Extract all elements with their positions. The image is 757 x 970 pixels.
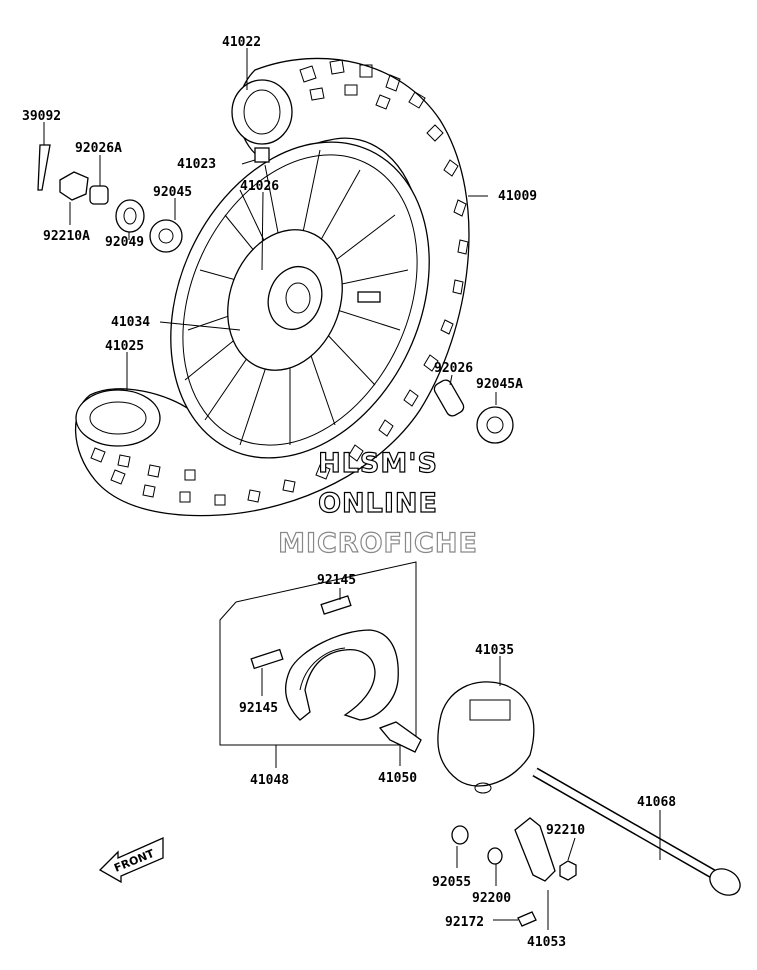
label-41068: 41068 — [637, 795, 676, 810]
label-92045: 92045 — [153, 185, 192, 200]
seal-92049 — [115, 199, 145, 233]
spring-92145-lower — [250, 648, 284, 670]
front-arrow: FRONT — [98, 836, 164, 884]
label-92045A: 92045A — [476, 377, 523, 392]
collar-92026 — [433, 379, 465, 417]
label-41053: 41053 — [527, 935, 566, 950]
label-41022: 41022 — [222, 35, 261, 50]
bearing-92045A — [476, 406, 514, 444]
label-92026A: 92026A — [75, 141, 122, 156]
watermark-line3: MICROFICHE — [278, 528, 478, 559]
label-92049: 92049 — [105, 235, 144, 250]
label-41034: 41034 — [111, 315, 150, 330]
spring-92145-upper — [320, 595, 352, 615]
watermark: HLSM'S ONLINE MICROFICHE — [277, 447, 478, 559]
label-92210A: 92210A — [43, 229, 90, 244]
axle-41068 — [532, 767, 741, 896]
washer-92055 — [451, 825, 469, 845]
hub — [227, 229, 343, 371]
nut-92210 — [559, 860, 577, 881]
watermark-line2: ONLINE — [318, 488, 438, 519]
label-41050: 41050 — [378, 771, 417, 786]
label-41009: 41009 — [498, 189, 537, 204]
tube-41022 — [231, 79, 293, 145]
cotter-pin-39092 — [37, 144, 51, 191]
brake-shoe-box — [219, 561, 417, 746]
leader-lines — [43, 48, 661, 930]
label-92145-upper: 92145 — [317, 573, 356, 588]
lever-41053 — [514, 817, 556, 882]
label-41026: 41026 — [240, 179, 279, 194]
label-41023: 41023 — [177, 157, 216, 172]
valve-stem — [357, 291, 381, 303]
brake-shoes-41048 — [285, 629, 399, 721]
cam-41050 — [378, 721, 422, 753]
label-41048: 41048 — [250, 773, 289, 788]
valve-41023 — [254, 147, 270, 163]
bearing-92045 — [149, 219, 183, 253]
nut-92210A — [59, 171, 89, 201]
watermark-line1: HLSM'S — [318, 448, 438, 479]
rim-band-41025 — [75, 389, 161, 447]
label-92145-lower: 92145 — [239, 701, 278, 716]
bolt-92172 — [517, 911, 537, 927]
label-92210: 92210 — [546, 823, 585, 838]
collar-92026A — [89, 185, 109, 205]
label-92055: 92055 — [432, 875, 471, 890]
label-41025: 41025 — [105, 339, 144, 354]
brake-panel-41035 — [437, 681, 535, 794]
label-92026: 92026 — [434, 361, 473, 376]
label-92200: 92200 — [472, 891, 511, 906]
label-39092: 39092 — [22, 109, 61, 124]
label-92172: 92172 — [445, 915, 484, 930]
part-labels: 41022 39092 92026A 41023 41026 41009 920… — [22, 35, 676, 950]
label-41035: 41035 — [475, 643, 514, 658]
washer-92200 — [487, 847, 503, 865]
